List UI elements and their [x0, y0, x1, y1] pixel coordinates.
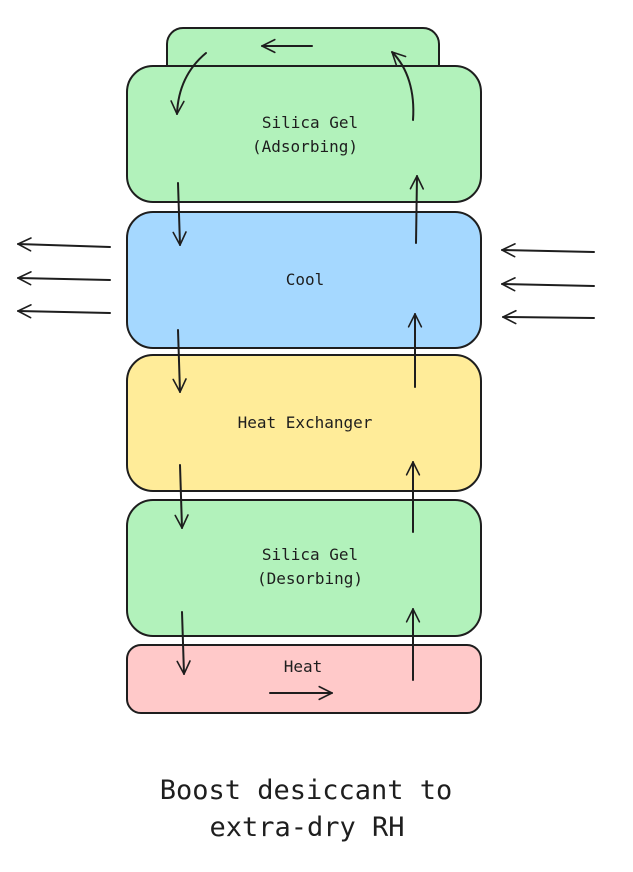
down-arrow-1: [172, 182, 187, 246]
incoming-air-arrow-3: [502, 309, 595, 325]
silica-gel-adsorbing-label-line1: Silica Gel: [262, 113, 358, 132]
silica-gel-adsorbing-box: [126, 65, 482, 203]
up-arrow-4: [409, 175, 425, 244]
silica-gel-desorbing-label-line1: Silica Gel: [262, 545, 358, 564]
silica-gel-adsorbing-label-line2: (Adsorbing): [252, 137, 358, 156]
curve-arrow-right-up: [391, 51, 415, 121]
down-arrow-2: [172, 329, 187, 393]
incoming-air-arrow-1: [501, 243, 595, 258]
curve-arrow-left-down: [170, 52, 207, 115]
silica-gel-desorbing-box: [126, 499, 482, 637]
caption-line1: Boost desiccant to: [160, 775, 453, 806]
outgoing-air-arrow-3: [17, 304, 111, 319]
outgoing-air-arrow-2: [17, 271, 111, 286]
heat-exchanger-label: Heat Exchanger: [238, 413, 373, 432]
heat-label: Heat: [284, 657, 323, 676]
silica-gel-desorbing-label-line2: (Desorbing): [257, 569, 363, 588]
cool-box: [126, 211, 482, 349]
caption-line2: extra-dry RH: [209, 812, 404, 843]
incoming-air-arrow-2: [501, 277, 595, 292]
down-arrow-3: [174, 464, 189, 529]
heat-exchanger-box: [126, 354, 482, 492]
outgoing-air-arrow-1: [17, 237, 111, 252]
cool-label: Cool: [286, 270, 325, 289]
down-arrow-4: [176, 611, 191, 675]
heat-box: [126, 644, 482, 714]
